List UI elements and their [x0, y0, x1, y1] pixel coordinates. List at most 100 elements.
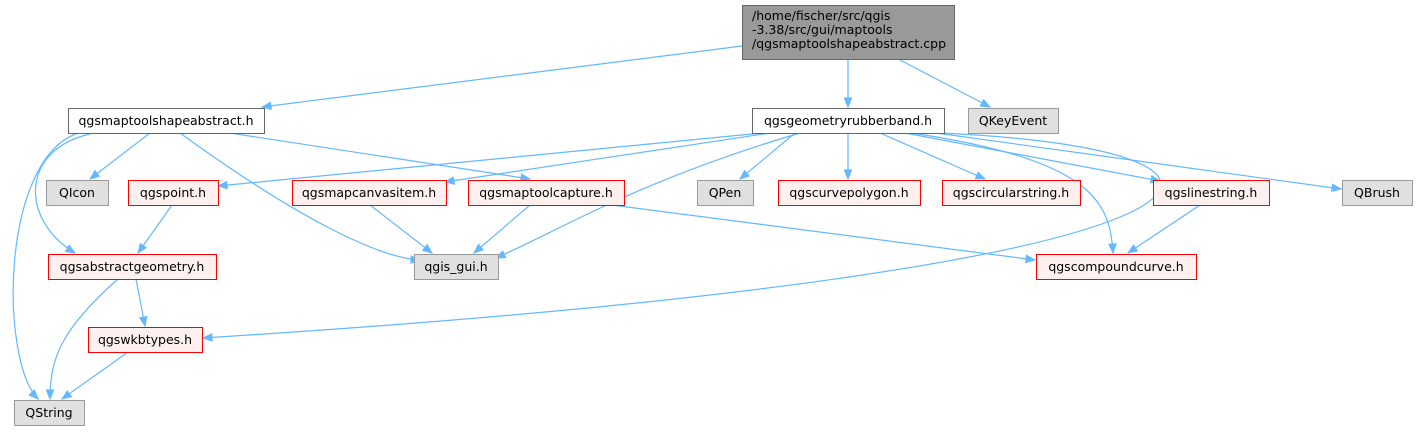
node-qgscompoundcurve-h-box [1036, 254, 1197, 280]
edge-qgslinestring-h-to-qgscompoundcurve-h [1126, 204, 1201, 254]
edge-qgsmapcanvasitem-h-to-qgis-gui-h [369, 204, 434, 254]
node-qgscompoundcurve-h-label: qgscompoundcurve.h [1048, 259, 1183, 274]
node-qgsabstractgeometry-h[interactable]: qgsabstractgeometry.h [48, 254, 217, 280]
edge-root-to-QKeyEvent-line [899, 59, 991, 108]
edge-qgswkbtypes-h-to-QString-line [61, 351, 129, 400]
edge-qgsmaptoolcapture-h-to-qgscompoundcurve-h-line [611, 204, 1036, 261]
edge-qgsgeometryrubberband-h-to-qgsmapcanvasitem-h-line [444, 132, 771, 183]
edge-qgsmaptoolshapeabstract-h-to-QString-arrowhead [28, 389, 39, 400]
edge-qgslinestring-h-to-qgscompoundcurve-h-arrowhead [1126, 244, 1139, 254]
edge-qgsgeometryrubberband-h-to-qgsmapcanvasitem-h-arrowhead [443, 176, 456, 185]
node-QString: QString [14, 400, 85, 426]
edge-root-to-qgsgeometryrubberband-h [843, 60, 853, 109]
node-QPen: QPen [697, 180, 754, 206]
edge-qgsmaptoolshapeabstract-h-to-qgsmaptoolcapture-h-line [229, 132, 531, 180]
edge-qgsmaptoolshapeabstract-h-to-QIcon [88, 132, 151, 180]
node-qgsmaptoolcapture-h-label: qgsmaptoolcapture.h [479, 185, 613, 200]
node-qgscurvepolygon-h-label: qgscurvepolygon.h [789, 185, 908, 200]
node-qgsmapcanvasitem-h-label: qgsmapcanvasitem.h [302, 185, 436, 200]
edge-qgsgeometryrubberband-h-to-QBrush-line [935, 132, 1342, 190]
edge-root-to-qgsmaptoolshapeabstract-h-line [261, 45, 743, 108]
edge-qgsmaptoolshapeabstract-h-to-qgsabstractgeometry-h [34, 133, 91, 254]
edge-qgsmaptoolcapture-h-to-qgscompoundcurve-h [611, 204, 1037, 264]
edge-root-to-qgsgeometryrubberband-h-arrowhead [843, 97, 853, 109]
edge-qgsgeometryrubberband-h-to-qgscurvepolygon-h [843, 133, 853, 181]
node-qgslinestring-h-label: qgslinestring.h [1165, 185, 1258, 200]
node-qgscurvepolygon-h[interactable]: qgscurvepolygon.h [778, 180, 921, 206]
node-qgsgeometryrubberband-h-box [752, 108, 945, 134]
edge-qgsmaptoolshapeabstract-h-to-QString [12, 132, 79, 400]
edge-qgsgeometryrubberband-h-to-qgscurvepolygon-h-arrowhead [843, 169, 853, 181]
edge-qgsmaptoolshapeabstract-h-to-qgsabstractgeometry-h-line [34, 133, 91, 254]
edge-qgspoint-h-to-qgsabstractgeometry-h-arrowhead [137, 242, 148, 255]
edge-qgsgeometryrubberband-h-to-qgscircularstring-h [879, 132, 987, 180]
edge-qgsmaptoolcapture-h-to-qgis-gui-h [472, 204, 531, 254]
node-root-label-1: /home/fischer/src/qgis [752, 8, 890, 23]
node-root-label-3: /qgsmaptoolshapeabstract.cpp [752, 36, 946, 51]
edge-qgsmaptoolcapture-h-to-qgis-gui-h-arrowhead [472, 243, 485, 254]
node-QKeyEvent: QKeyEvent [968, 108, 1059, 134]
node-qgsgeometryrubberband-h-label: qgsgeometryrubberband.h [764, 113, 932, 128]
node-qgscircularstring-h-box [942, 180, 1081, 206]
node-qgscompoundcurve-h[interactable]: qgscompoundcurve.h [1036, 254, 1197, 280]
nodes-layer: /home/fischer/src/qgis-3.38/src/gui/mapt… [14, 5, 1413, 426]
edge-qgsabstractgeometry-h-to-qgswkbtypes-h-arrowhead [138, 315, 148, 328]
edge-qgspoint-h-to-qgsabstractgeometry-h-line [137, 204, 173, 254]
edge-root-to-qgsmaptoolshapeabstract-h-arrowhead [260, 101, 272, 111]
node-QString-label: QString [25, 405, 72, 420]
node-root-box [742, 5, 955, 60]
node-qgspoint-h-box [128, 180, 219, 206]
node-qgspoint-h-label: qgspoint.h [140, 185, 206, 200]
node-qgis-gui-h-label: qgis_gui.h [424, 259, 487, 274]
edge-qgslinestring-h-to-qgscompoundcurve-h-line [1127, 204, 1201, 254]
node-qgswkbtypes-h-label: qgswkbtypes.h [98, 332, 192, 347]
edge-qgsgeometryrubberband-h-to-qgsmapcanvasitem-h [443, 132, 771, 185]
edge-qgsgeometryrubberband-h-to-qgspoint-h-arrowhead [216, 180, 228, 190]
node-qgslinestring-h[interactable]: qgslinestring.h [1153, 180, 1270, 206]
edge-qgsabstractgeometry-h-to-QString [45, 278, 119, 401]
edge-qgsmaptoolshapeabstract-h-to-QIcon-arrowhead [88, 169, 101, 180]
edge-root-to-qgsmaptoolshapeabstract-h [260, 45, 743, 111]
edge-qgsgeometryrubberband-h-to-qgscompoundcurve-h-arrowhead [1108, 243, 1117, 255]
edge-qgsmaptoolcapture-h-to-qgis-gui-h-line [473, 204, 531, 254]
node-qgsmaptoolshapeabstract-h-label: qgsmaptoolshapeabstract.h [78, 113, 253, 128]
edge-qgsgeometryrubberband-h-to-qgslinestring-h [904, 132, 1162, 184]
node-qgswkbtypes-h[interactable]: qgswkbtypes.h [88, 327, 203, 353]
edge-qgsabstractgeometry-h-to-QString-line [49, 278, 119, 400]
node-QBrush-label: QBrush [1354, 185, 1400, 200]
node-qgsmaptoolcapture-h[interactable]: qgsmaptoolcapture.h [468, 180, 625, 206]
node-qgspoint-h[interactable]: qgspoint.h [128, 180, 219, 206]
edge-qgsmaptoolcapture-h-to-qgscompoundcurve-h-arrowhead [1025, 254, 1037, 264]
node-qgis-gui-h-box [414, 254, 499, 280]
node-qgscircularstring-h-label: qgscircularstring.h [953, 185, 1069, 200]
edge-qgsgeometryrubberband-h-to-qgswkbtypes-h [201, 132, 1162, 342]
node-qgscircularstring-h[interactable]: qgscircularstring.h [942, 180, 1081, 206]
edge-qgsgeometryrubberband-h-to-qgscircularstring-h-line [879, 132, 986, 180]
node-QBrush: QBrush [1342, 180, 1413, 206]
node-QIcon-box [46, 180, 109, 206]
edge-qgsmaptoolshapeabstract-h-to-QIcon-line [89, 132, 151, 180]
edge-qgsgeometryrubberband-h-to-qgspoint-h [216, 132, 763, 190]
node-qgscurvepolygon-h-box [778, 180, 921, 206]
node-qgsgeometryrubberband-h[interactable]: qgsgeometryrubberband.h [752, 108, 945, 134]
edge-qgsgeometryrubberband-h-to-qgspoint-h-line [217, 132, 763, 187]
edge-qgsgeometryrubberband-h-to-QPen-arrowhead [738, 169, 751, 180]
edge-qgsgeometryrubberband-h-to-QBrush-arrowhead [1330, 183, 1343, 192]
node-root[interactable]: /home/fischer/src/qgis-3.38/src/gui/mapt… [742, 5, 955, 60]
edges-layer [12, 45, 1343, 401]
edge-qgsmapcanvasitem-h-to-qgis-gui-h-line [369, 204, 433, 254]
node-qgsmapcanvasitem-h[interactable]: qgsmapcanvasitem.h [292, 180, 447, 206]
edge-qgswkbtypes-h-to-QString [60, 351, 129, 400]
node-qgslinestring-h-box [1153, 180, 1270, 206]
edge-qgsmaptoolshapeabstract-h-to-QString-line [12, 132, 79, 400]
edge-qgsmaptoolshapeabstract-h-to-qgis-gui-h-line [179, 132, 421, 261]
edge-qgsmaptoolshapeabstract-h-to-qgsmaptoolcapture-h [229, 132, 532, 182]
node-QIcon-label: QIcon [59, 185, 95, 200]
node-QBrush-box [1342, 180, 1413, 206]
node-root-label-2: -3.38/src/gui/maptools [752, 22, 893, 37]
edge-qgspoint-h-to-qgsabstractgeometry-h [137, 204, 173, 255]
node-qgsmaptoolshapeabstract-h[interactable]: qgsmaptoolshapeabstract.h [68, 108, 265, 134]
edge-root-to-QKeyEvent [899, 59, 992, 108]
edge-qgswkbtypes-h-to-QString-arrowhead [60, 389, 73, 400]
